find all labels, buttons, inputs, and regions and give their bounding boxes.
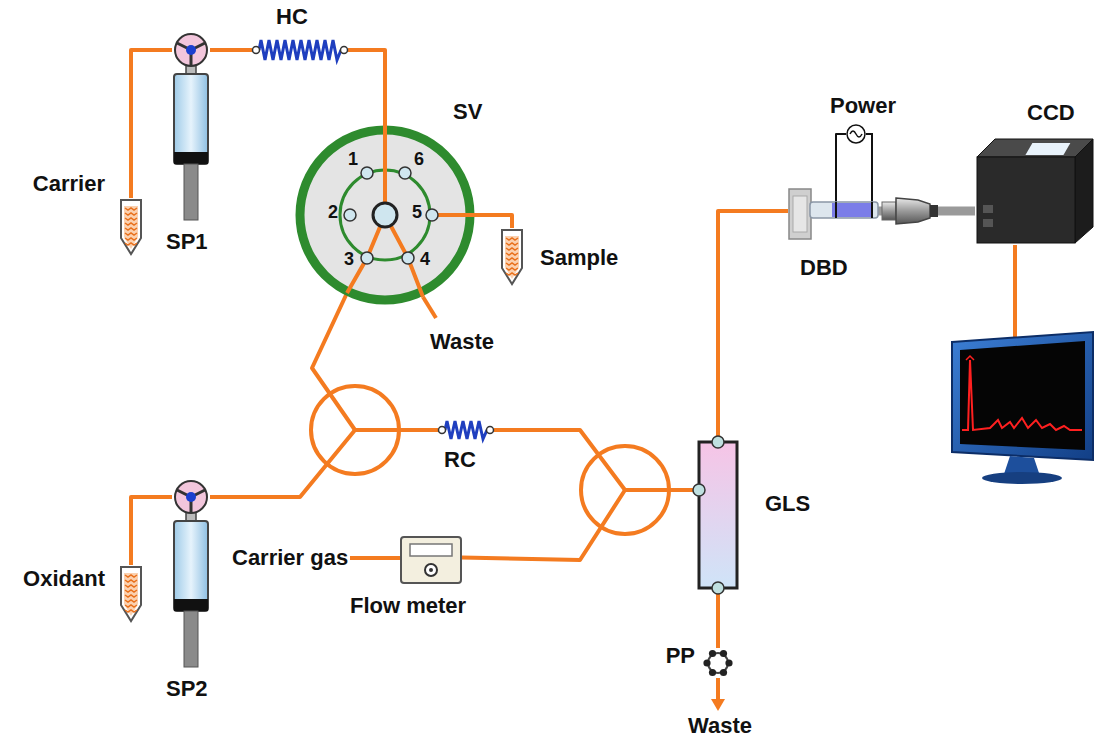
part-label: Waste	[430, 330, 494, 354]
node-label: Sample	[540, 246, 618, 270]
node-label: CCD	[1027, 101, 1075, 125]
tube-connector	[462, 490, 697, 560]
part-label: 6	[414, 150, 424, 170]
node-label: DBD	[800, 256, 848, 280]
data-cable	[1013, 245, 1017, 346]
fiber-lens	[896, 198, 930, 224]
part-label: Waste	[688, 714, 752, 738]
tube-connector	[312, 293, 438, 430]
part-label: 1	[348, 150, 358, 170]
holding-coil: HC	[252, 37, 348, 63]
sample-vial: Sample	[500, 228, 524, 286]
tube-connector	[475, 215, 512, 228]
node-label: Flow meter	[350, 594, 466, 618]
node-label: Carrier	[33, 172, 105, 196]
power-supply-shape	[846, 124, 866, 144]
tube-connector	[131, 50, 172, 198]
selection-valve: SV	[295, 125, 475, 305]
waste-line	[423, 297, 436, 318]
tube-connector	[494, 430, 697, 490]
power-wire	[866, 134, 872, 202]
part-label: 4	[420, 250, 430, 270]
power-supply: Power	[846, 124, 866, 144]
dbd-atomizer: DBD	[788, 188, 878, 240]
flow-meter-shape	[400, 536, 462, 584]
part-label: Carrier gas	[232, 546, 348, 570]
part-label: 5	[412, 203, 422, 223]
part-label: 2	[328, 203, 338, 223]
selection-valve-shape	[295, 125, 475, 305]
ccd-spectrometer: CCD	[975, 135, 1095, 245]
node-label: HC	[276, 5, 308, 29]
reagent-vial: Oxidant	[119, 565, 143, 623]
ccd-spectrometer-shape	[975, 135, 1095, 245]
reagent-vial: Carrier	[119, 198, 143, 256]
syringe-pump: SP2	[172, 479, 210, 669]
waste-line	[716, 678, 720, 700]
sample-vial-shape	[500, 228, 524, 286]
tube-connector	[210, 430, 438, 497]
syringe-pump-shape	[172, 479, 210, 669]
node-label: Oxidant	[23, 567, 105, 591]
tube-connector	[716, 590, 720, 648]
tube-connector	[348, 50, 385, 125]
computer-monitor	[952, 332, 1093, 484]
reaction-coil-shape	[438, 418, 494, 442]
dbd-atomizer-shape	[788, 188, 878, 240]
node-label: SP2	[166, 677, 208, 701]
tube-connector	[210, 48, 252, 52]
reagent-vial-shape	[119, 198, 143, 256]
holding-coil-shape	[252, 37, 348, 63]
fiber-lens	[930, 205, 938, 217]
syringe-pump: SP1	[172, 32, 210, 222]
part-label: 3	[344, 250, 354, 270]
tube-connector	[718, 211, 788, 440]
node-label: RC	[444, 448, 476, 472]
node-label: PP	[666, 644, 695, 668]
gas-liquid-separator-shape	[697, 440, 739, 590]
gas-liquid-separator: GLS	[697, 440, 739, 590]
node-label: SP1	[166, 230, 208, 254]
fiber-lens	[882, 202, 896, 220]
tube-connector	[131, 497, 172, 565]
node-label: SV	[453, 100, 482, 124]
tube-connector	[836, 134, 846, 202]
peristaltic-pump: PP	[703, 648, 733, 678]
reagent-vial-shape	[119, 565, 143, 623]
peristaltic-pump-shape	[703, 648, 733, 678]
syringe-pump-shape	[172, 32, 210, 222]
reaction-coil: RC	[438, 418, 494, 442]
waste-arrow	[711, 699, 725, 711]
node-label: GLS	[765, 492, 810, 516]
flow-meter: Flow meter	[400, 536, 462, 584]
gas-line	[350, 556, 400, 560]
node-label: Power	[830, 94, 896, 118]
